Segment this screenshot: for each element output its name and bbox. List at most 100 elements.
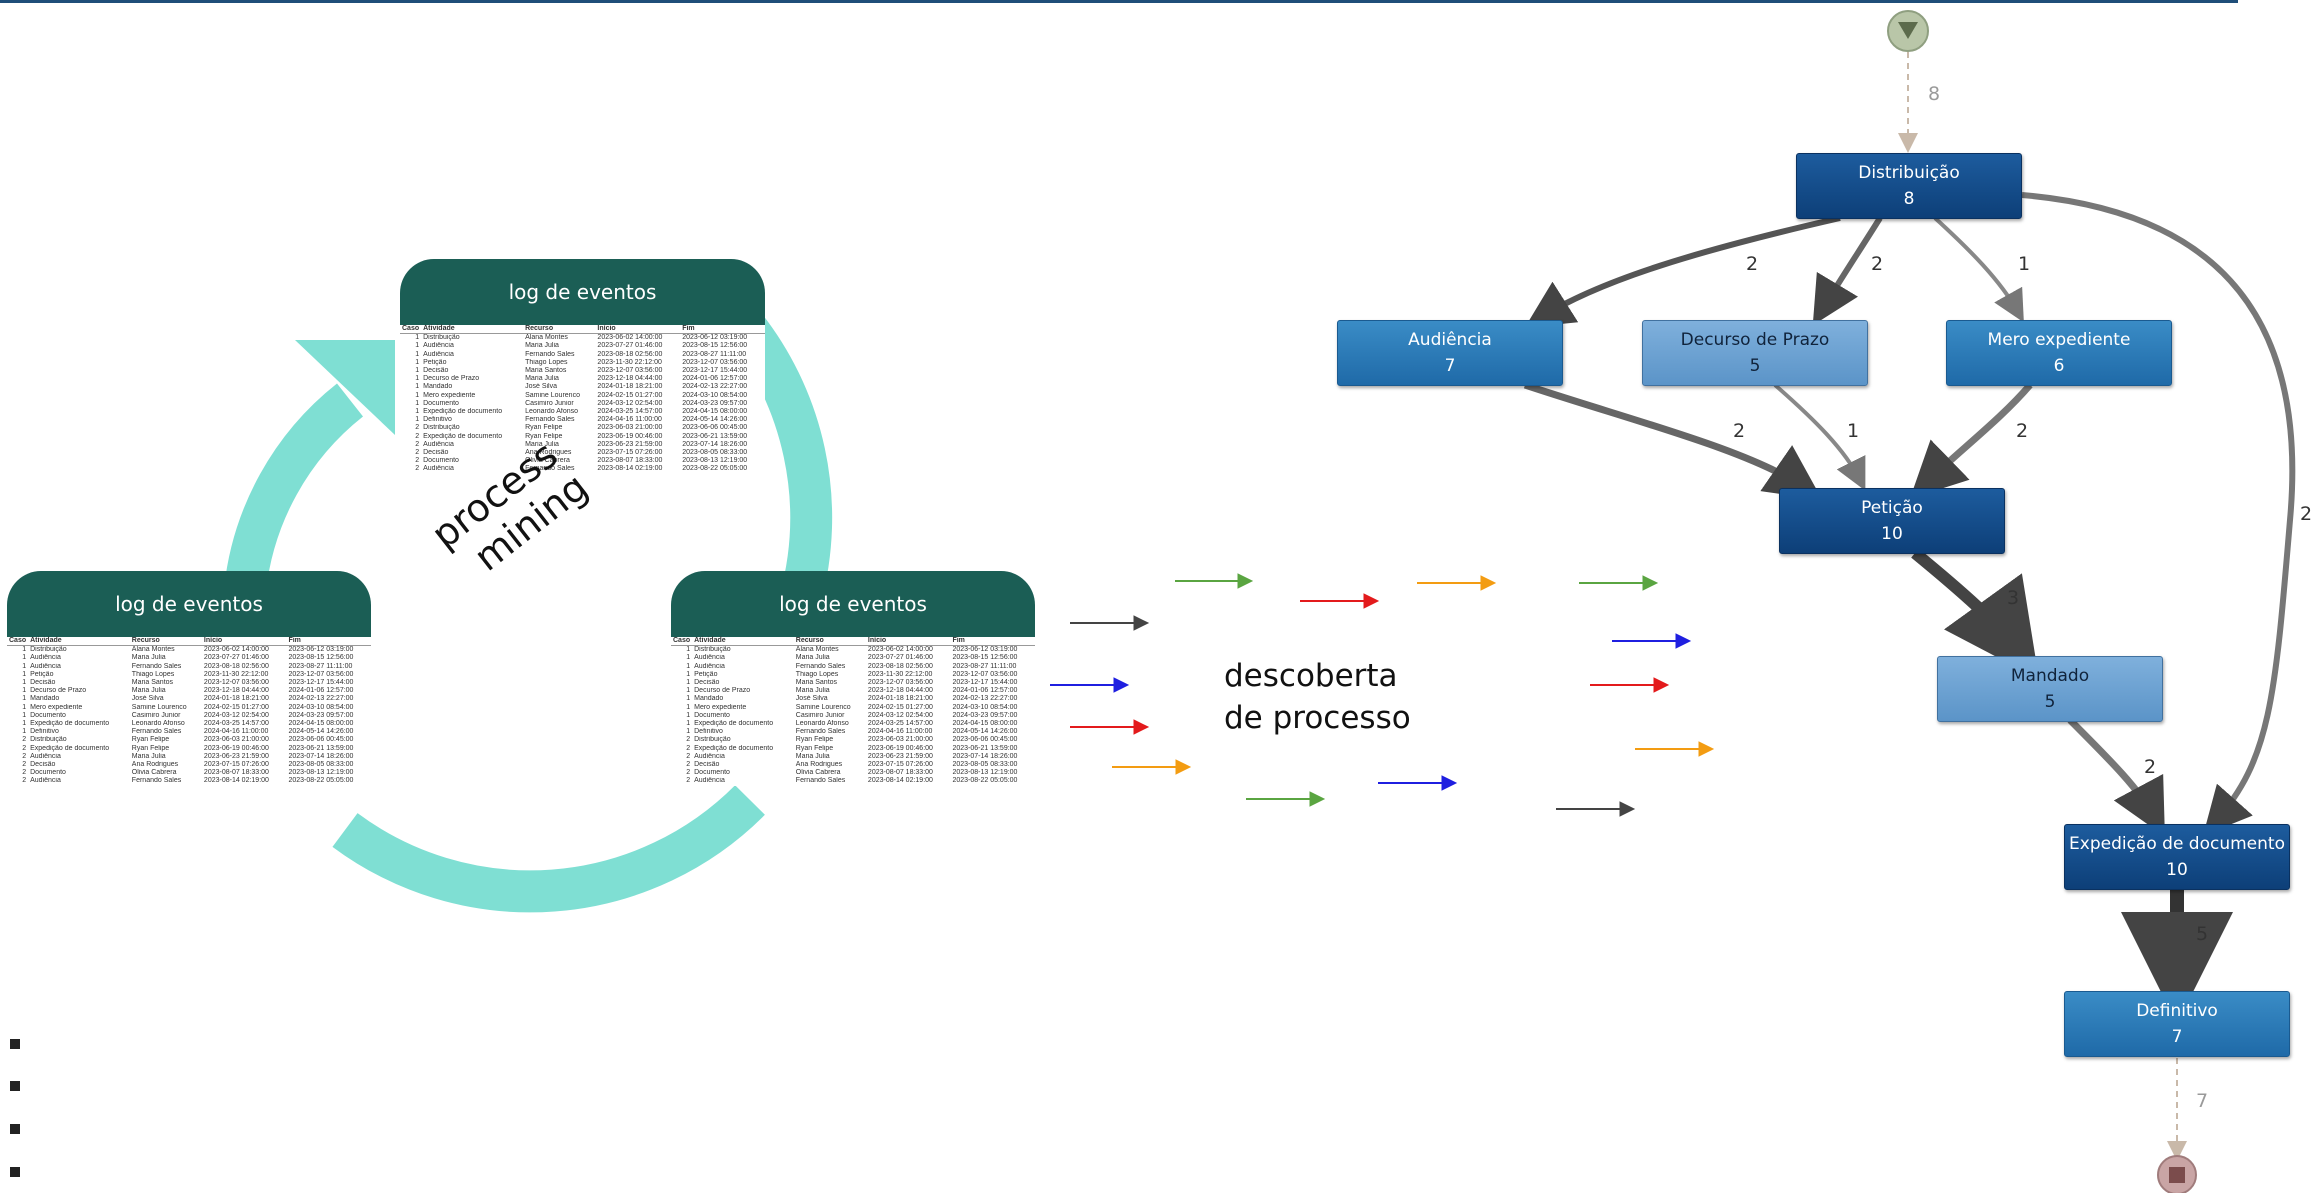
node-peticao[interactable]: Petição 10 <box>1779 488 2005 554</box>
table-cell: Maria Santos <box>795 679 838 687</box>
table-cell: Mero expediente <box>30 703 83 711</box>
table-cell: 2023-06-23 21:59:00 <box>203 752 269 760</box>
bullet-marker <box>10 1081 20 1091</box>
edge-pet-mand <box>1911 548 2040 680</box>
table-cell: 2023-07-27 01:46:00 <box>203 654 269 662</box>
table-cell: 2023-06-19 00:46:00 <box>203 744 269 752</box>
bullet-marker <box>10 1167 20 1177</box>
table-cell: Maria Julia <box>795 687 830 695</box>
table-cell: 1 <box>22 711 27 719</box>
table-cell: 2023-06-02 14:00:00 <box>867 646 933 654</box>
node-mandado[interactable]: Mandado 5 <box>1937 656 2163 722</box>
column-header: Caso <box>7 637 29 647</box>
table-cell: 2023-08-15 12:56:00 <box>952 654 1018 662</box>
table-cell: 2023-08-05 08:33:00 <box>682 449 748 457</box>
table-cell: Audiência <box>30 662 61 670</box>
table-cell: Ryan Felipe <box>525 424 563 432</box>
edge-label-exp-def: 5 <box>2196 923 2209 945</box>
table-cell: 1 <box>686 728 691 736</box>
table-cell: 2 <box>686 736 691 744</box>
column-header: Recurso <box>523 325 596 335</box>
table-cell: Decisão <box>423 449 449 457</box>
column-header: Atividade <box>421 325 524 335</box>
table-cell: 2023-06-06 00:45:00 <box>288 736 354 744</box>
node-decurso-de-prazo[interactable]: Decurso de Prazo 5 <box>1642 320 1868 386</box>
table-cell: Samine Lourenco <box>525 391 580 399</box>
node-name: Mandado <box>2010 666 2090 686</box>
table-cell: Ana Rodrigues <box>795 761 843 769</box>
table-cell: 2 <box>415 449 420 457</box>
table-cell: 2023-08-07 18:33:00 <box>867 769 933 777</box>
table-cell: 2023-08-13 12:19:00 <box>682 457 748 465</box>
table-cell: 1 <box>22 654 27 662</box>
node-count: 5 <box>2044 692 2056 712</box>
table-cell: 2024-04-16 11:00:00 <box>597 416 662 424</box>
table-cell: 2 <box>415 440 420 448</box>
table-cell: 2023-06-21 13:59:00 <box>952 744 1018 752</box>
table-cell: Maria Julia <box>795 752 830 760</box>
node-expedicao-de-documento[interactable]: Expedição de documento 10 <box>2064 824 2290 890</box>
table-cell: 2 <box>686 752 691 760</box>
table-cell: 2024-04-15 08:00:00 <box>682 408 748 416</box>
table-cell: 2023-06-19 00:46:00 <box>597 432 663 440</box>
table-cell: 2023-06-23 21:59:00 <box>597 440 663 448</box>
table-cell: 2023-08-07 18:33:00 <box>203 769 269 777</box>
table-cell: 2023-07-27 01:46:00 <box>867 654 933 662</box>
table-cell: Leonardo Afonso <box>131 720 185 728</box>
node-definitivo[interactable]: Definitivo 7 <box>2064 991 2290 1057</box>
table-cell: Maria Julia <box>131 687 166 695</box>
arrow-orange <box>1635 741 1715 757</box>
table-cell: Maria Julia <box>131 752 166 760</box>
table-cell: 2024-03-25 14:57:00 <box>597 408 663 416</box>
table-cell: 1 <box>415 408 420 416</box>
table-cell: Thiago Lopes <box>131 670 175 678</box>
table-cell: Olivia Cabrera <box>525 457 570 465</box>
table-cell: Maria Julia <box>795 654 830 662</box>
node-distribuicao[interactable]: Distribuição 8 <box>1796 153 2022 219</box>
table-cell: 1 <box>22 646 27 654</box>
table-cell: Documento <box>694 769 730 777</box>
table-cell: 2024-02-15 01:27:00 <box>597 391 663 399</box>
table-cell: Distribuição <box>30 646 67 654</box>
table-cell: 2 <box>686 769 691 777</box>
table-cell: 2023-08-22 05:05:00 <box>952 777 1018 785</box>
table-cell: Ryan Felipe <box>131 744 170 752</box>
edge-label-dec-pet: 1 <box>1847 420 1860 442</box>
table-cell: 2024-03-23 09:57:00 <box>288 711 354 719</box>
table-cell: 1 <box>415 391 420 399</box>
arrow-gray <box>1070 615 1150 631</box>
table-cell: 2024-02-13 22:27:00 <box>952 695 1018 703</box>
node-name: Distribuição <box>1858 163 1960 183</box>
edge-label-dist-dec: 2 <box>1871 253 1884 275</box>
table-cell: Audiência <box>30 777 61 785</box>
node-audiencia[interactable]: Audiência 7 <box>1337 320 1563 386</box>
edge-dist-exp <box>2021 192 2296 836</box>
top-rule <box>0 0 2238 3</box>
table-cell: Decurso de Prazo <box>694 687 751 695</box>
table-cell: Casimiro Junior <box>525 399 574 407</box>
table-cell: 2023-06-06 00:45:00 <box>682 424 748 432</box>
table-cell: 1 <box>415 342 420 350</box>
edge-mero-pet <box>1909 382 2033 499</box>
node-mero-expediente[interactable]: Mero expediente 6 <box>1946 320 2172 386</box>
table-cell: Ana Rodrigues <box>131 761 179 769</box>
table-cell: 1 <box>22 728 27 736</box>
table-cell: Fernando Sales <box>795 777 846 785</box>
table-cell: Thiago Lopes <box>525 358 568 366</box>
table-cell: 2023-06-06 00:45:00 <box>952 736 1018 744</box>
table-cell: 2 <box>22 769 27 777</box>
table-cell: 2023-08-07 18:33:00 <box>597 457 663 465</box>
table-cell: Distribuição <box>423 424 460 432</box>
table-cell: 2024-02-15 01:27:00 <box>203 703 269 711</box>
table-cell: Ryan Felipe <box>131 736 170 744</box>
